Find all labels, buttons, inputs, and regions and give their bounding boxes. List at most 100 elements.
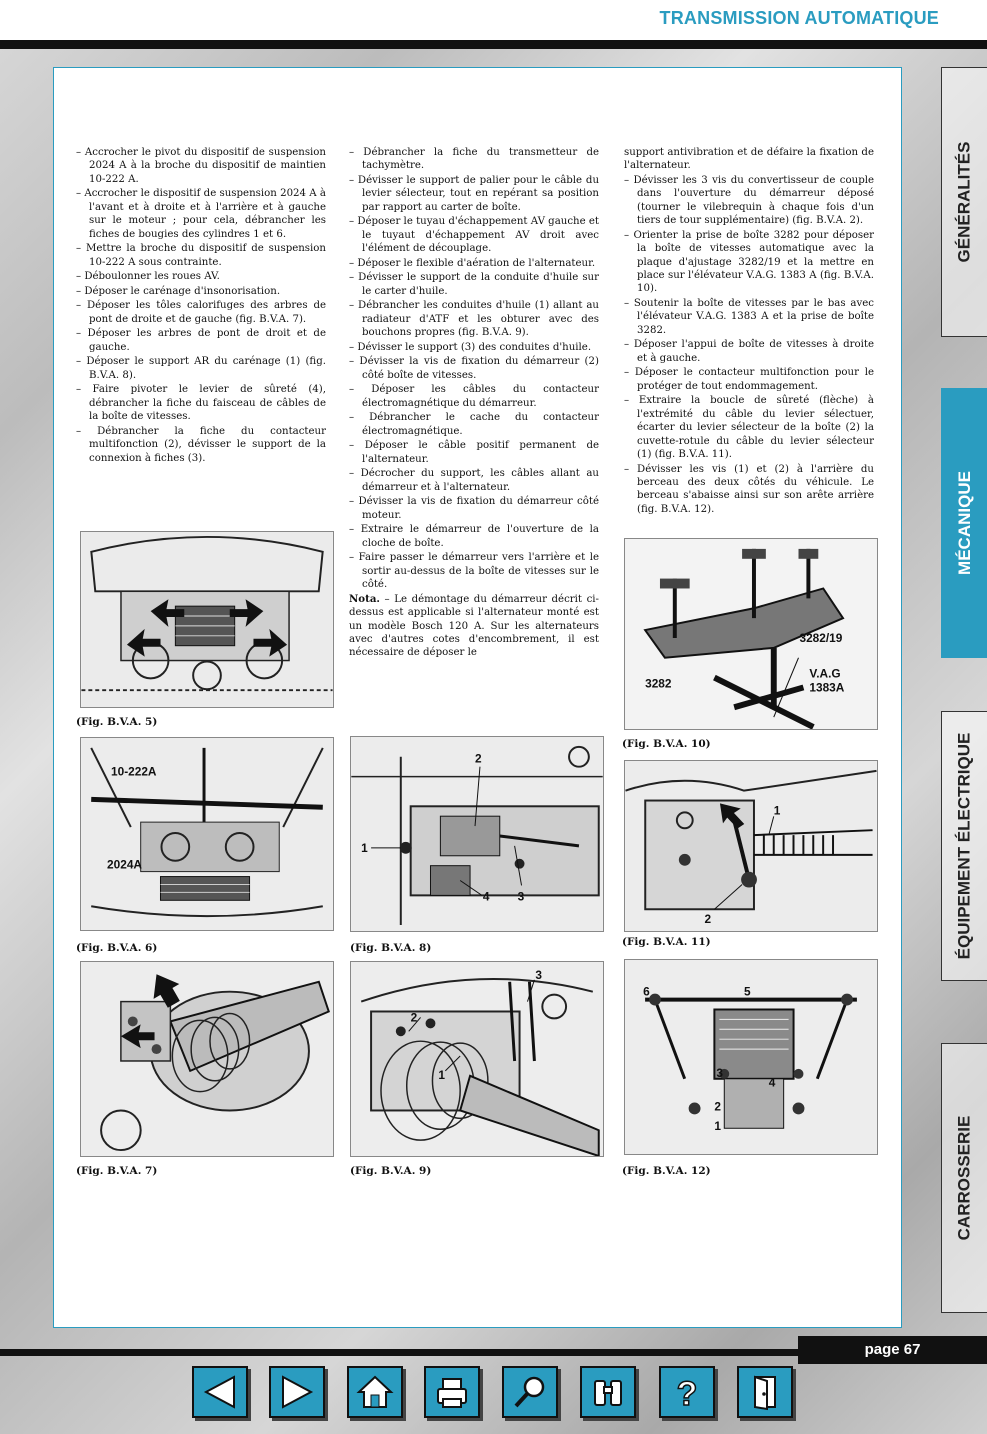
callout-label: 2024A (107, 858, 142, 872)
paragraph: – Faire passer le démarreur vers l'arriè… (349, 552, 599, 591)
callout-label: 2 (475, 752, 482, 766)
selector-cable-illustration: 1 2 (625, 761, 877, 931)
paragraph: – Débrancher la fiche du contacteur mult… (76, 425, 326, 464)
paragraph: – Débrancher la fiche du transmetteur de… (349, 147, 599, 172)
paragraph: – Décrocher du support, les câbles allan… (349, 468, 599, 493)
tab-equipement-electrique[interactable]: ÉQUIPEMENT ÉLECTRIQUE (941, 711, 987, 981)
paragraph: – Dévisser les vis (1) et (2) à l'arrièr… (624, 463, 874, 515)
print-button[interactable] (424, 1366, 480, 1418)
footer-bar (0, 1349, 987, 1356)
figure-caption: (Fig. B.V.A. 9) (350, 1165, 432, 1177)
figure-caption: (Fig. B.V.A. 5) (76, 716, 158, 728)
home-button[interactable] (347, 1366, 403, 1418)
callout-label: 5 (744, 985, 751, 999)
callout-label: 1383A (809, 680, 844, 694)
suspension-device-illustration: 10-222A 2024A (81, 738, 333, 930)
tab-label: GÉNÉRALITÉS (954, 141, 974, 263)
paragraph: – Déposer le support AR du carénage (1) … (76, 356, 326, 381)
paragraph: – Déboulonner les roues AV. (76, 271, 220, 283)
magnifier-icon (514, 1376, 545, 1408)
tab-carrosserie[interactable]: CARROSSERIE (941, 1043, 987, 1313)
paragraph: – Dévisser la vis de fixation du démarre… (349, 356, 599, 381)
callout-label: 1 (714, 1119, 721, 1133)
subframe-illustration: 1 2 3 4 5 6 (625, 960, 877, 1154)
callout-label: 6 (643, 985, 650, 999)
callout-label: 2 (714, 1099, 721, 1113)
paragraph: – Déposer le tuyau d'échappement AV gauc… (349, 216, 599, 255)
tab-label: MÉCANIQUE (954, 471, 974, 575)
paragraph: – Déposer l'appui de boîte de vitesses à… (624, 339, 874, 364)
next-page-button[interactable] (269, 1366, 325, 1418)
callout-label: 3 (716, 1066, 723, 1080)
engine-bay-illustration (81, 532, 333, 707)
callout-label: 3 (535, 968, 542, 982)
oil-lines-illustration: 1 2 3 (351, 962, 603, 1156)
figure-subframe: 1 2 3 4 5 6 (624, 959, 878, 1155)
header-band: TRANSMISSION AUTOMATIQUE (0, 0, 987, 40)
paragraph: – Accrocher le dispositif de suspension … (76, 188, 326, 240)
figure-caption: (Fig. B.V.A. 8) (350, 942, 432, 954)
callout-label: 2 (705, 912, 712, 926)
callout-label: 10-222A (111, 765, 157, 779)
tab-mecanique[interactable]: MÉCANIQUE (941, 388, 987, 658)
paragraph: – Déposer le carénage d'insonorisation. (76, 285, 281, 297)
paragraph: support antivibration et de défaire la f… (624, 147, 874, 172)
paragraph: – Déposer les arbres de pont de droit et… (76, 328, 326, 353)
paragraph: – Dévisser les 3 vis du convertisseur de… (624, 175, 874, 227)
header-bar (0, 40, 987, 49)
paragraph: – Extraire le démarreur de l'ouverture d… (349, 524, 599, 549)
paragraph: – Faire pivoter le levier de sûreté (4),… (76, 384, 326, 423)
figure-caption: (Fig. B.V.A. 7) (76, 1165, 158, 1177)
page-number: page 67 (798, 1336, 987, 1364)
paragraph: – Déposer le flexible d'aération de l'al… (349, 257, 596, 269)
text-column-2: – Débrancher la fiche du transmetteur de… (349, 146, 599, 661)
tab-generalites[interactable]: GÉNÉRALITÉS (941, 67, 987, 337)
paragraph: – Dévisser le support de la conduite d'h… (349, 272, 599, 297)
figure-oil-lines: 1 2 3 (350, 961, 604, 1157)
paragraph: – Soutenir la boîte de vitesses par le b… (624, 298, 874, 336)
chapter-title: TRANSMISSION AUTOMATIQUE (659, 8, 939, 28)
paragraph: – Déposer le câble positif permanent de … (349, 440, 599, 465)
figure-caption: (Fig. B.V.A. 6) (76, 942, 158, 954)
nota-label: Nota. (349, 592, 380, 605)
callout-label: 1 (438, 1068, 445, 1082)
callout-label: 4 (483, 889, 490, 903)
paragraph: – Débrancher le cache du contacteur élec… (349, 412, 599, 437)
figure-gearbox-lift: 3282/19 V.A.G 1383A 3282 (624, 538, 878, 730)
figure-caption: (Fig. B.V.A. 10) (622, 738, 711, 750)
figure-engine-bay-arrows (80, 531, 334, 708)
binoculars-icon (594, 1380, 622, 1406)
heat-shield-illustration (81, 962, 333, 1156)
paragraph: – Déposer les câbles du contacteur élect… (349, 384, 599, 409)
callout-label: 3282/19 (799, 631, 842, 645)
nota-paragraph: Nota. – Le démontage du démarreur décrit… (349, 593, 599, 660)
paragraph: – Extraire la boucle de sûreté (flèche) … (624, 395, 874, 461)
paragraph: – Dévisser le support (3) des conduites … (349, 341, 592, 353)
callout-label: V.A.G (809, 667, 840, 681)
figure-carenage-support: 1 2 3 4 (350, 736, 604, 932)
callout-label: 4 (769, 1076, 776, 1090)
help-button[interactable]: ? (659, 1366, 715, 1418)
callout-label: 3282 (645, 676, 672, 690)
figure-selector-cable: 1 2 (624, 760, 878, 932)
tab-label: CARROSSERIE (954, 1115, 974, 1241)
paragraph: – Débrancher les conduites d'huile (1) a… (349, 300, 599, 339)
arrow-left-icon (203, 1375, 235, 1409)
text-column-1: – Accrocher le pivot du dispositif de su… (76, 146, 326, 466)
arrow-right-icon (282, 1375, 314, 1409)
search-button[interactable] (502, 1366, 558, 1418)
paragraph: – Accrocher le pivot du dispositif de su… (76, 147, 326, 185)
find-button[interactable] (580, 1366, 636, 1418)
callout-label: 3 (518, 889, 525, 903)
text-column-3: support antivibration et de défaire la f… (624, 146, 874, 517)
printer-icon (437, 1378, 467, 1408)
exit-button[interactable] (737, 1366, 793, 1418)
carenage-support-illustration: 1 2 3 4 (351, 737, 603, 931)
paragraph: – Déposer le contacteur multifonction po… (624, 367, 874, 392)
help-icon: ? (676, 1374, 698, 1411)
figure-suspension-device: 10-222A 2024A (80, 737, 334, 931)
previous-page-button[interactable] (192, 1366, 248, 1418)
figure-caption: (Fig. B.V.A. 11) (622, 936, 711, 948)
figure-caption: (Fig. B.V.A. 12) (622, 1165, 711, 1177)
paragraph: – Mettre la broche du dispositif de susp… (76, 243, 326, 268)
